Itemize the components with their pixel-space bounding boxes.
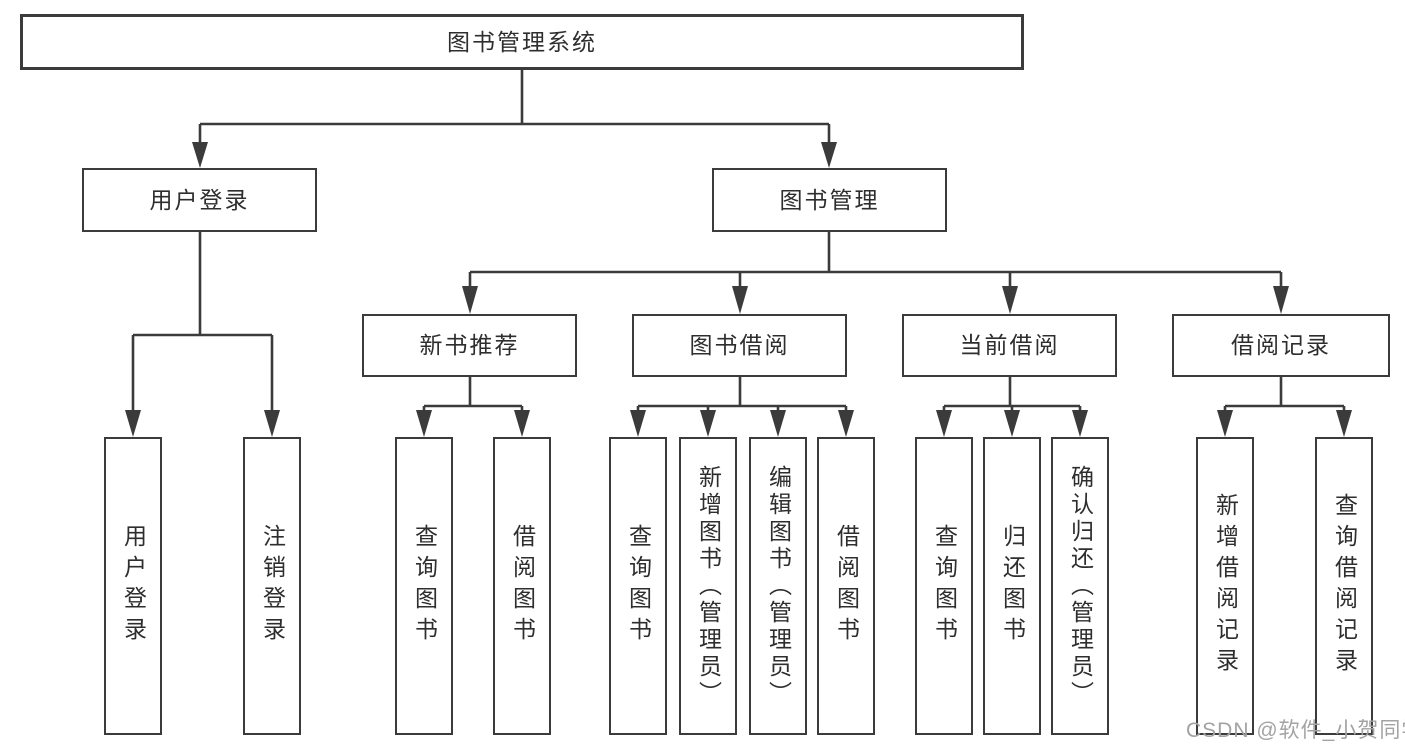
leaf-newbooks-borrow-books: 借阅图书 (493, 437, 551, 735)
node-new-book-recommendation: 新书推荐 (362, 314, 577, 377)
watermark: CSDN @软件_小贺同学 (1186, 719, 1405, 742)
connector-book-borrow-to-leaves (630, 377, 854, 437)
node-user-login: 用户登录 (82, 168, 317, 232)
connector-borrow-records-to-leaves (1217, 377, 1352, 437)
leaf-confirm-return-admin: 确认归还（管理员） (1051, 437, 1109, 735)
node-book-borrowing: 图书借阅 (632, 314, 847, 377)
node-book-management: 图书管理 (712, 168, 947, 232)
leaf-add-books-admin: 新增图书（管理员） (679, 437, 737, 735)
connector-book-mgmt-to-level3 (462, 232, 1289, 314)
leaf-newbooks-query-books: 查询图书 (395, 437, 453, 735)
node-library-system: 图书管理系统 (20, 14, 1024, 70)
connector-current-borrow-to-leaves (936, 377, 1088, 437)
leaf-borrowing-query-books: 查询图书 (609, 437, 667, 735)
leaf-add-borrow-record: 新增借阅记录 (1196, 437, 1254, 735)
leaf-return-books: 归还图书 (983, 437, 1041, 735)
connector-new-books-to-leaves (416, 377, 530, 437)
node-current-borrowing: 当前借阅 (902, 314, 1117, 377)
leaf-borrow-books: 借阅图书 (817, 437, 875, 735)
leaf-user-login: 用户登录 (104, 437, 162, 735)
leaf-logout: 注销登录 (243, 437, 301, 735)
leaf-current-query-books: 查询图书 (915, 437, 973, 735)
node-borrowing-records: 借阅记录 (1172, 314, 1390, 377)
leaf-query-borrow-record: 查询借阅记录 (1315, 437, 1373, 735)
connector-user-login-to-leaves (125, 232, 280, 437)
connector-root-to-level2 (192, 68, 837, 168)
leaf-edit-books-admin: 编辑图书（管理员） (749, 437, 807, 735)
